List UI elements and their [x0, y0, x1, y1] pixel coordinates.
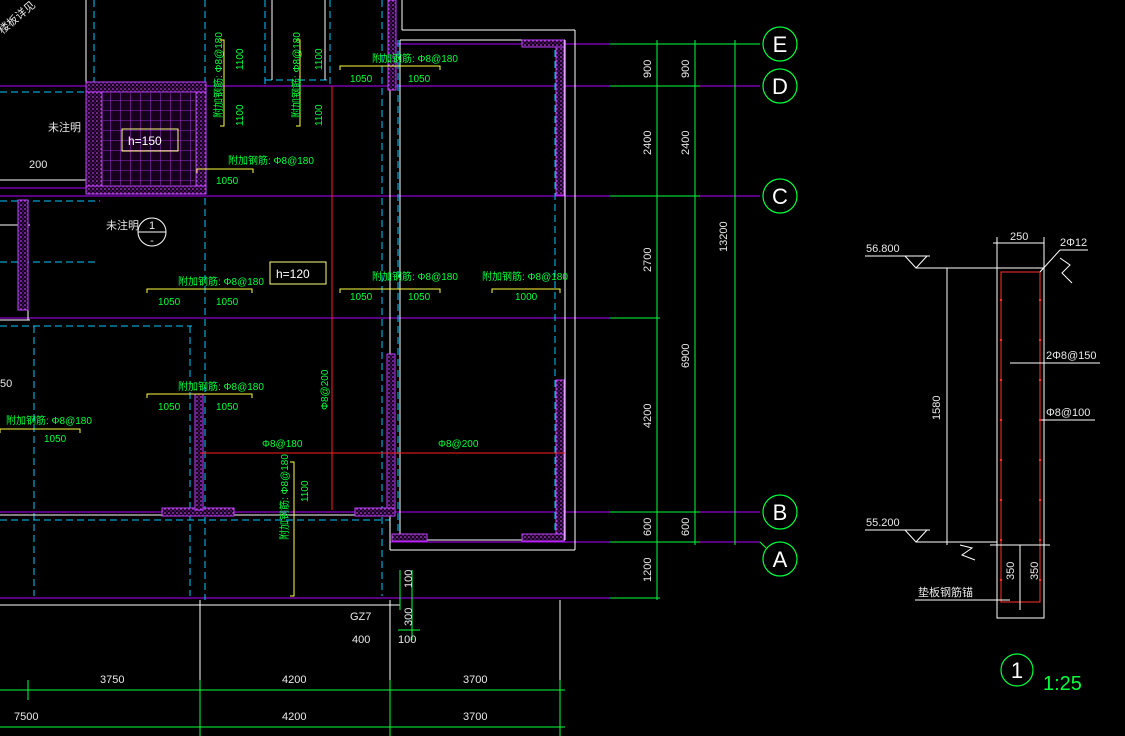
- dim-1050-g: 1050: [408, 292, 431, 303]
- bdim-7500: 7500: [14, 711, 38, 723]
- detail-section: [865, 237, 1100, 687]
- detail-base-note: 垫板钢筋锚: [918, 585, 973, 599]
- slab-label-150: h=150: [128, 134, 162, 148]
- grid-verticals: [0, 0, 556, 600]
- room-label-1: 未注明: [48, 120, 81, 134]
- dim-1100-e: 1100: [300, 480, 311, 502]
- axis-d-label: D: [772, 74, 788, 99]
- rdim-total: 13200: [718, 221, 730, 252]
- rdim2-6900: 6900: [680, 344, 692, 368]
- rdim-900: 900: [642, 60, 654, 78]
- axis-bubbles: [759, 26, 798, 577]
- axis-b-label: B: [773, 500, 788, 525]
- gz-400: 400: [352, 634, 370, 646]
- detail-elev-top: 56.800: [866, 243, 900, 255]
- rdim-1200: 1200: [642, 558, 654, 582]
- slab-label-120: h=120: [276, 267, 310, 281]
- rebar-note-r3: 附加钢筋: Φ8@180: [482, 270, 568, 283]
- detail-scale: 1:25: [1043, 673, 1082, 695]
- dim-1050-h: 1050: [158, 402, 181, 413]
- bdim-3750: 3750: [100, 674, 124, 686]
- dim-1000: 1000: [515, 292, 538, 303]
- axis-a-label: A: [773, 547, 788, 572]
- detail-bottom-b: 350: [1029, 562, 1041, 580]
- bdim-3700-a: 3700: [463, 674, 487, 686]
- rdim2-900: 900: [680, 60, 692, 78]
- bdim-4200-b: 4200: [282, 711, 306, 723]
- rdim-4200: 4200: [642, 404, 654, 428]
- dim-lines-bottom: [0, 570, 565, 736]
- bdim-3700-b: 3700: [463, 711, 487, 723]
- rebar-note-v3: 附加钢筋: Φ8@180: [278, 454, 291, 540]
- rdim-2400: 2400: [642, 131, 654, 155]
- slab-box-120: [269, 261, 327, 285]
- detail-top-bar: 2Φ12: [1060, 237, 1087, 249]
- section-mark-top: 1: [149, 220, 155, 232]
- gz-300: 300: [403, 608, 415, 626]
- dim-1050-j: 1050: [44, 434, 67, 445]
- dim-1050-i: 1050: [216, 402, 239, 413]
- rdim-2700: 2700: [642, 248, 654, 272]
- dim-1100-b: 1100: [235, 104, 246, 126]
- dim-left-50: 50: [0, 378, 12, 390]
- dim-200: 200: [29, 159, 47, 171]
- detail-section-number: 1: [1011, 658, 1023, 683]
- diag-label: 楼板详见: [0, 0, 38, 37]
- detail-stirrup: 2Φ8@150: [1046, 350, 1097, 362]
- rdim-600: 600: [642, 518, 654, 536]
- room-label-2: 未注明: [106, 218, 139, 232]
- rebar-main-vertical: Φ8@200: [320, 369, 331, 410]
- dim-lines-right: [610, 40, 760, 600]
- bdim-4200-a: 4200: [282, 674, 306, 686]
- rebar-h-180: Φ8@180: [262, 439, 303, 450]
- dim-1050-f: 1050: [350, 292, 373, 303]
- detail-height: 1580: [931, 396, 943, 420]
- gz-100-vert: 100: [403, 570, 415, 588]
- rebar-note-v2: 附加钢筋: Φ8@180: [290, 32, 303, 118]
- rebar-note-c: 附加钢筋: Φ8@180: [228, 154, 314, 167]
- gz-100: 100: [398, 634, 416, 646]
- detail-bottom-a: 350: [1005, 562, 1017, 580]
- dim-1050-c: 1050: [216, 176, 239, 187]
- walls: [17, 0, 565, 542]
- rdim2-600: 600: [680, 518, 692, 536]
- rebar-note-r1: 附加钢筋: Φ8@180: [178, 275, 264, 288]
- detail-vertical-bar: Φ8@100: [1046, 407, 1090, 419]
- rebar-note-v1: 附加钢筋: Φ8@180: [212, 32, 225, 118]
- detail-elev-bottom: 55.200: [866, 517, 900, 529]
- rebar-dots: [999, 298, 1042, 582]
- dim-1050-e: 1050: [216, 297, 239, 308]
- rebar-h-200: Φ8@200: [438, 439, 479, 450]
- slab-box-150: [121, 128, 179, 152]
- rdim2-2400: 2400: [680, 131, 692, 155]
- dim-1100-a: 1100: [235, 48, 246, 70]
- shaft-grid: [103, 93, 195, 185]
- dim-1100-c: 1100: [314, 48, 325, 70]
- rebar-note-top: 附加钢筋: Φ8@180: [372, 52, 458, 65]
- dim-1050-d: 1050: [158, 297, 181, 308]
- rebar-note-r4: 附加钢筋: Φ8@180: [178, 380, 264, 393]
- red-lines: [200, 86, 565, 510]
- dim-1050-b: 1050: [408, 74, 431, 85]
- rebar-yellow: [0, 39, 561, 597]
- gz-label: GZ7: [350, 611, 371, 623]
- section-mark-bottom: -: [150, 235, 154, 247]
- dim-1050-a: 1050: [350, 74, 373, 85]
- detail-width: 250: [1010, 231, 1028, 243]
- axis-c-label: C: [772, 184, 788, 209]
- dim-1100-d: 1100: [314, 104, 325, 126]
- axis-e-label: E: [773, 32, 788, 57]
- rebar-note-r2: 附加钢筋: Φ8@180: [372, 270, 458, 283]
- rebar-note-r5: 附加钢筋: Φ8@180: [6, 414, 92, 427]
